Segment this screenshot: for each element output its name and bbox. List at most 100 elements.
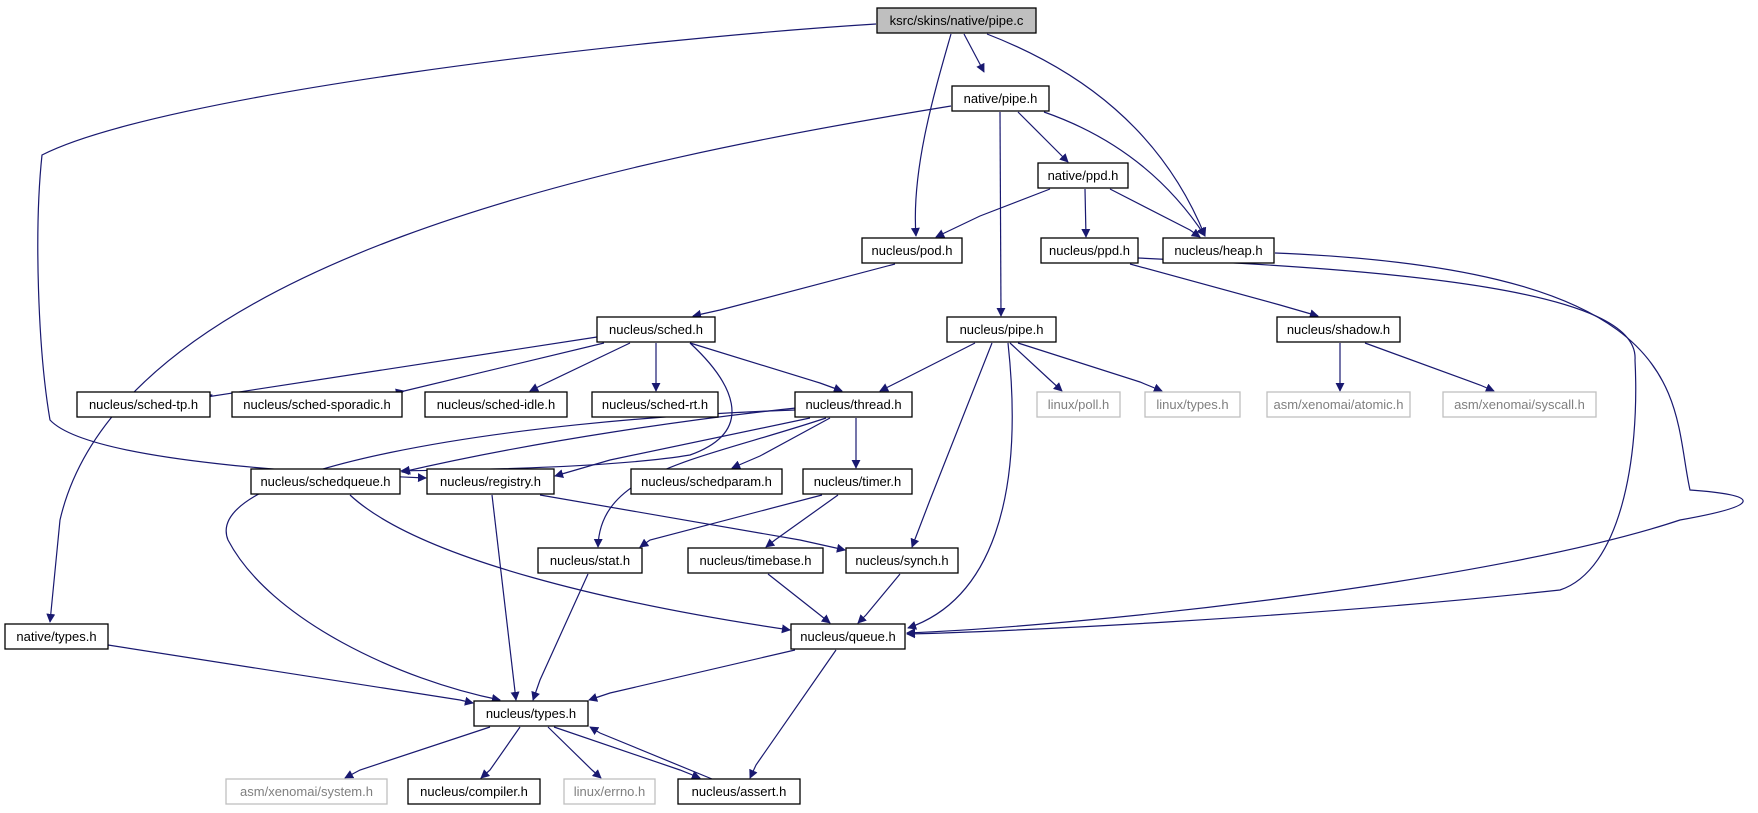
edge-nucleus_sched_h-to-sched_sporadic_h (395, 342, 605, 398)
node-label: nucleus/sched-rt.h (602, 397, 708, 412)
node-pipe_c[interactable]: ksrc/skins/native/pipe.c (876, 7, 1037, 34)
node-nucleus_timer_h[interactable]: nucleus/timer.h (802, 468, 913, 495)
node-nucleus_pipe_h[interactable]: nucleus/pipe.h (946, 316, 1057, 343)
node-nucleus_timebase_h[interactable]: nucleus/timebase.h (687, 547, 824, 574)
node-native_pipe_h[interactable]: native/pipe.h (951, 85, 1050, 112)
node-linux_errno_h: linux/errno.h (563, 778, 656, 805)
node-nucleus_compiler_h[interactable]: nucleus/compiler.h (407, 778, 541, 805)
node-box (1036, 391, 1121, 418)
node-label: nucleus/shadow.h (1287, 322, 1390, 337)
node-box (1040, 237, 1139, 264)
node-native_types_h[interactable]: native/types.h (4, 623, 109, 650)
node-nucleus_schedqueue_h[interactable]: nucleus/schedqueue.h (250, 468, 401, 495)
edge-nucleus_shadow_h-to-asm_syscall_h (1364, 342, 1495, 392)
node-nucleus_stat_h[interactable]: nucleus/stat.h (537, 547, 643, 574)
edge-nucleus_types_h-to-nucleus_assert_h (553, 726, 701, 780)
node-box (426, 468, 555, 495)
node-box (790, 623, 906, 650)
node-sched_tp_h[interactable]: nucleus/sched-tp.h (76, 391, 211, 418)
node-asm_system_h: asm/xenomai/system.h (225, 778, 388, 805)
node-nucleus_sched_h[interactable]: nucleus/sched.h (596, 316, 716, 343)
edge-nucleus_types_h-to-linux_errno_h (547, 726, 602, 779)
node-nucleus_shadow_h[interactable]: nucleus/shadow.h (1276, 316, 1401, 343)
node-label: nucleus/schedparam.h (641, 474, 772, 489)
node-label: native/ppd.h (1048, 168, 1119, 183)
edge-nucleus_ppd_h-to-nucleus_shadow_h (1129, 263, 1319, 319)
edge-nucleus_types_h-to-nucleus_compiler_h (480, 726, 521, 779)
node-box (563, 778, 656, 805)
node-box (407, 778, 541, 805)
node-box (861, 237, 963, 264)
node-box (76, 391, 211, 418)
node-box (802, 468, 913, 495)
node-nucleus_heap_h[interactable]: nucleus/heap.h (1162, 237, 1275, 264)
edge-nucleus_pod_h-to-nucleus_sched_h (692, 263, 896, 319)
node-label: asm/xenomai/system.h (240, 784, 373, 799)
node-box (1276, 316, 1401, 343)
edge-nucleus_pipe_h-to-nucleus_thread_h (879, 342, 976, 392)
edge-nucleus_timer_h-to-nucleus_timebase_h (765, 494, 839, 548)
edge-native_ppd_h-to-nucleus_pod_h (935, 188, 1051, 238)
edge-layer (37, 23, 1744, 780)
node-label: nucleus/timer.h (814, 474, 901, 489)
edge-nucleus_pipe_h-to-linux_types_h (1017, 342, 1163, 393)
node-nucleus_types_h[interactable]: nucleus/types.h (473, 700, 589, 727)
node-nucleus_schedparam_h[interactable]: nucleus/schedparam.h (630, 468, 783, 495)
node-box (845, 547, 959, 574)
edge-native_types_h-to-nucleus_types_h (107, 644, 474, 706)
edge-native_ppd_h-to-nucleus_heap_h (1109, 188, 1201, 238)
node-box (946, 316, 1057, 343)
edge-nucleus_thread_h-to-nucleus_schedqueue_h (401, 407, 797, 475)
node-asm_atomic_h: asm/xenomai/atomic.h (1266, 391, 1411, 418)
edge-nucleus_types_h-to-asm_system_h (344, 726, 491, 779)
edge-nucleus_stat_h-to-nucleus_types_h (531, 573, 589, 701)
node-box (1162, 237, 1275, 264)
edge-nucleus_sched_h-to-sched_idle_h (529, 342, 631, 392)
node-label: nucleus/types.h (486, 706, 576, 721)
node-box (424, 391, 568, 418)
edge-nucleus_thread_h-to-nucleus_schedparam_h (731, 417, 831, 469)
node-linux_types_h: linux/types.h (1144, 391, 1241, 418)
node-sched_sporadic_h[interactable]: nucleus/sched-sporadic.h (231, 391, 403, 418)
node-label: nucleus/pipe.h (960, 322, 1044, 337)
node-label: nucleus/queue.h (800, 629, 895, 644)
node-box (876, 7, 1037, 34)
node-label: native/types.h (16, 629, 96, 644)
node-box (630, 468, 783, 495)
edge-pipe_c-to-nucleus_heap_h (986, 33, 1207, 237)
node-label: asm/xenomai/atomic.h (1273, 397, 1403, 412)
edge-nucleus_assert_h-to-nucleus_types_h (589, 726, 713, 780)
node-nucleus_registry_h[interactable]: nucleus/registry.h (426, 468, 555, 495)
node-nucleus_thread_h[interactable]: nucleus/thread.h (794, 391, 913, 418)
edge-nucleus_timer_h-to-nucleus_stat_h (639, 494, 823, 548)
node-nucleus_synch_h[interactable]: nucleus/synch.h (845, 547, 959, 574)
node-label: linux/types.h (1156, 397, 1228, 412)
node-box (951, 85, 1050, 112)
edge-nucleus_ppd_h-to-nucleus_queue_h (906, 257, 1637, 639)
edge-nucleus_synch_h-to-nucleus_queue_h (857, 573, 901, 624)
node-label: nucleus/sched-idle.h (437, 397, 556, 412)
node-sched_idle_h[interactable]: nucleus/sched-idle.h (424, 391, 568, 418)
edge-pipe_c-to-native_pipe_h (963, 33, 985, 73)
node-box (473, 700, 589, 727)
edge-nucleus_queue_h-to-nucleus_assert_h (749, 649, 837, 779)
node-nucleus_queue_h[interactable]: nucleus/queue.h (790, 623, 906, 650)
node-label: nucleus/synch.h (855, 553, 948, 568)
node-sched_rt_h[interactable]: nucleus/sched-rt.h (591, 391, 719, 418)
node-label: linux/errno.h (574, 784, 646, 799)
edge-nucleus_registry_h-to-nucleus_synch_h (539, 494, 846, 553)
node-nucleus_pod_h[interactable]: nucleus/pod.h (861, 237, 963, 264)
node-label: nucleus/compiler.h (420, 784, 528, 799)
node-nucleus_ppd_h[interactable]: nucleus/ppd.h (1040, 237, 1139, 264)
node-box (537, 547, 643, 574)
node-linux_poll_h: linux/poll.h (1036, 391, 1121, 418)
edge-native_pipe_h-to-nucleus_heap_h (1043, 111, 1206, 237)
node-nucleus_assert_h[interactable]: nucleus/assert.h (677, 778, 801, 805)
node-label: asm/xenomai/syscall.h (1454, 397, 1585, 412)
node-box (250, 468, 401, 495)
node-native_ppd_h[interactable]: native/ppd.h (1037, 162, 1129, 189)
node-label: nucleus/pod.h (872, 243, 953, 258)
node-label: nucleus/assert.h (692, 784, 787, 799)
edge-nucleus_sched_h-to-sched_tp_h (199, 336, 598, 402)
